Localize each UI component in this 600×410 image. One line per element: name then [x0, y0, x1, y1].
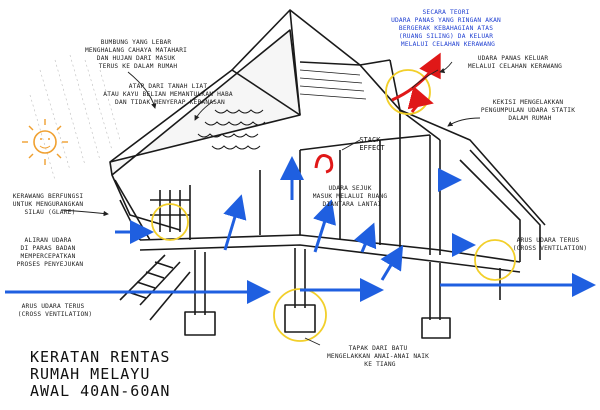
gable-louvres — [299, 69, 367, 100]
annotation-texts: BUMBUNG YANG LEBAR MENGHALANG CAHAYA MAT… — [13, 9, 588, 400]
label-hot-air-exit: UDARA PANAS KELUAR MELALUI CELAHAN KERAW… — [468, 55, 562, 70]
label-stone-footing: TAPAK DARI BATU MENGELAKKAN ANAI-ANAI NA… — [327, 345, 433, 368]
airflow-arrows — [5, 156, 596, 304]
roof-shingles — [197, 109, 266, 150]
leader-lines — [61, 61, 481, 346]
label-theory: SECARA TEORI UDARA PANAS YANG RINGAN AKA… — [391, 9, 505, 48]
label-ventilated-gable: KEKISI MENGELAKKAN PENGUMPULAN UDARA STA… — [481, 99, 579, 122]
label-roof-overhang: BUMBUNG YANG LEBAR MENGHALANG CAHAYA MAT… — [85, 39, 191, 70]
hot-air-arrows — [314, 52, 441, 174]
label-body-airflow: ALIRAN UDARA DI PARAS BADAN MEMPERCEPATK… — [17, 237, 84, 268]
diagram-title: KERATAN RENTAS RUMAH MELAYU AWAL 40AN-60… — [30, 348, 180, 400]
house-structure — [109, 9, 546, 339]
label-cross-vent-left: ARUS UDARA TERUS (CROSS VENTILATION) — [18, 303, 93, 318]
sun-icon — [22, 119, 68, 165]
label-roof-material: ATAP DARI TANAH LIAT ATAU KAYU BELIAN ME… — [103, 83, 236, 106]
label-glare-panel: KERAWANG BERFUNGSI UNTUK MENGURANGKAN SI… — [13, 193, 88, 216]
label-cool-air-floor: UDARA SEJUK MASUK MELALUI RUANG DIANTARA… — [313, 185, 392, 208]
label-stack-effect: STACK EFFECT — [359, 136, 385, 152]
rain-lines — [29, 54, 121, 181]
label-cross-vent-right: ARUS UDARA TERUS (CROSS VENTILATION) — [513, 237, 588, 252]
